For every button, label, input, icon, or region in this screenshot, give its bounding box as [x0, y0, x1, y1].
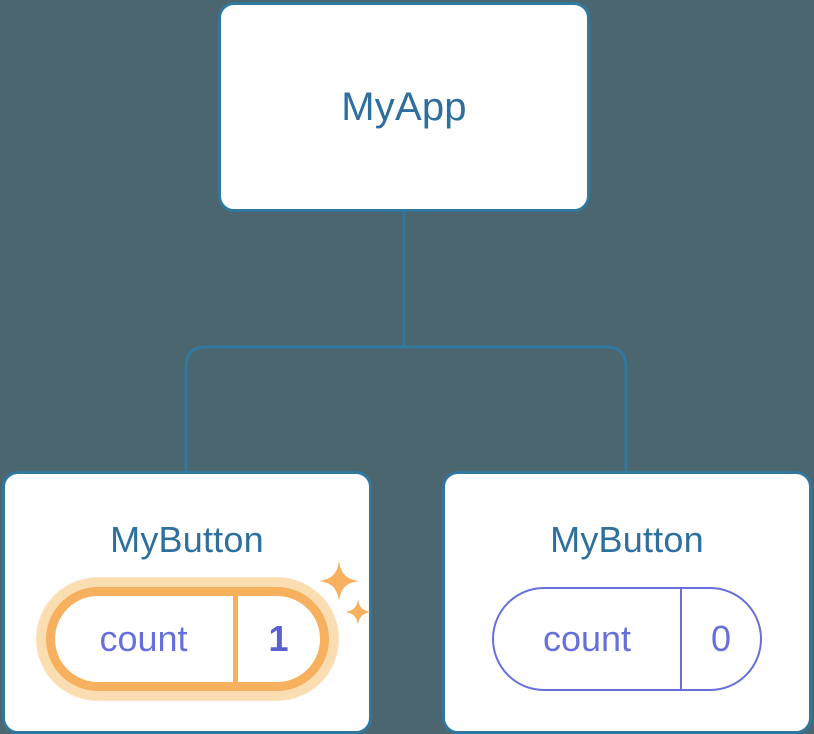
component-title: MyButton: [110, 519, 264, 560]
state-key-cell: count: [55, 596, 233, 682]
state-pill[interactable]: count 0: [492, 587, 762, 691]
component-node-mybutton-left[interactable]: MyButton count 1: [2, 471, 372, 734]
component-node-mybutton-right[interactable]: MyButton count 0: [442, 471, 812, 734]
component-title: MyApp: [341, 84, 467, 129]
state-key-label: count: [542, 618, 632, 659]
state-value-label: 1: [268, 618, 289, 659]
state-pill-wrapper-right: count 0: [492, 587, 762, 691]
connector-branch-bar: [184, 345, 628, 471]
sparkle-icon-large: [318, 561, 359, 601]
sparkle-group: [318, 561, 389, 641]
state-value-label: 0: [710, 618, 732, 659]
component-title: MyButton: [550, 519, 704, 560]
state-value-cell: 0: [680, 589, 760, 689]
sparkle-icon-small: [344, 599, 371, 625]
state-pill-wrapper-left: count 1: [45, 561, 371, 691]
component-node-myapp[interactable]: MyApp: [218, 2, 590, 212]
state-pill-highlighted[interactable]: count 1: [45, 587, 329, 691]
state-value-cell: 1: [232, 596, 320, 682]
state-key-cell: count: [494, 589, 680, 689]
state-key-label: count: [99, 618, 188, 659]
